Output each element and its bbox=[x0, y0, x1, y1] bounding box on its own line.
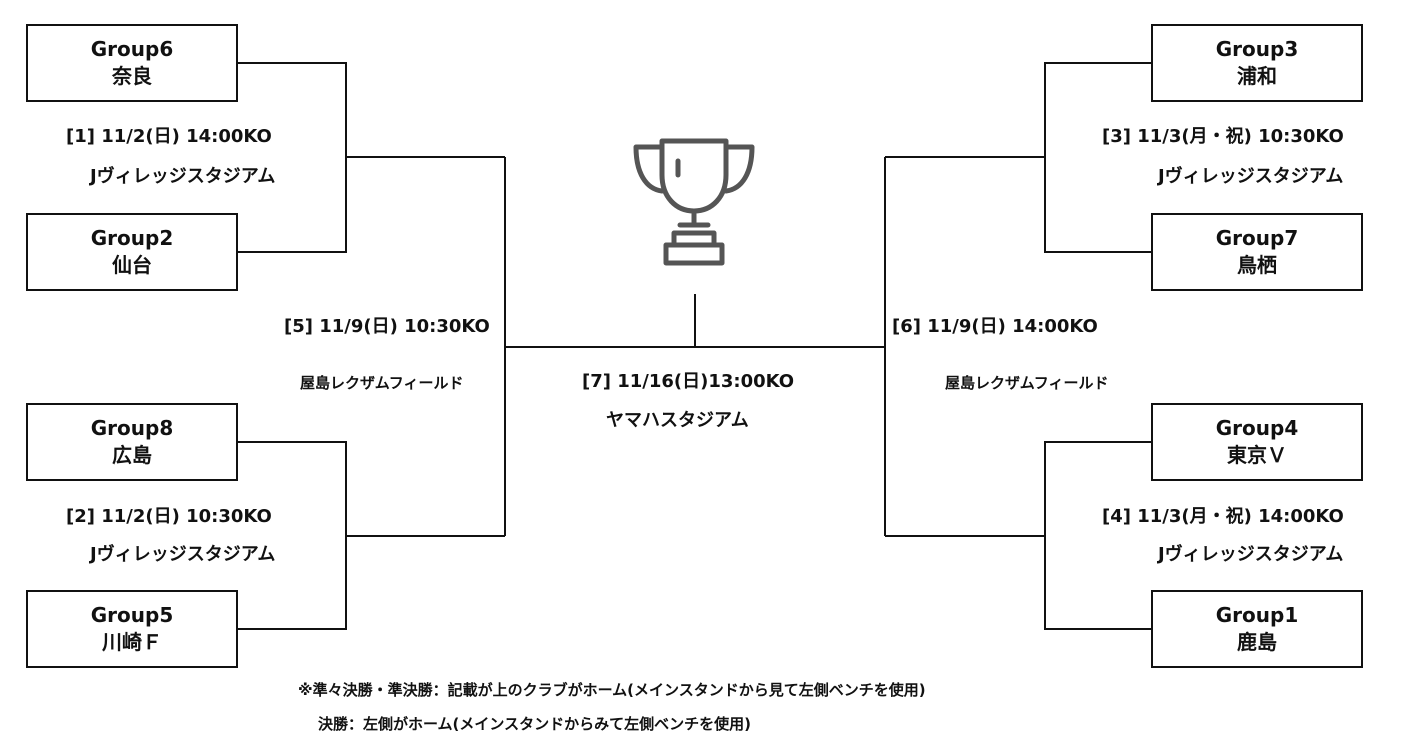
club-name: 鹿島 bbox=[1237, 630, 1277, 654]
club-name: 川崎Ｆ bbox=[102, 630, 162, 654]
match-venue-3: Jヴィレッジスタジアム bbox=[1158, 166, 1344, 187]
group-label: Group5 bbox=[90, 603, 174, 627]
team-box-group1: Group1 鹿島 bbox=[1151, 590, 1363, 668]
club-name: 広島 bbox=[112, 443, 152, 467]
group-label: Group6 bbox=[90, 37, 174, 61]
match-label-2: [2] 11/2(日) 10:30KO bbox=[66, 506, 272, 527]
club-name: 仙台 bbox=[112, 253, 152, 277]
group-label: Group3 bbox=[1215, 37, 1299, 61]
trophy-icon bbox=[633, 138, 755, 266]
match-venue-5: 屋島レクザムフィールド bbox=[300, 374, 464, 392]
match-venue-4: Jヴィレッジスタジアム bbox=[1158, 544, 1344, 565]
note-final-home-rule: 決勝：左側がホーム(メインスタンドからみて左側ベンチを使用) bbox=[318, 715, 751, 733]
group-label: Group1 bbox=[1215, 603, 1299, 627]
match-venue-7: ヤマハスタジアム bbox=[606, 410, 749, 431]
bracket-line-qf2 bbox=[238, 441, 347, 630]
group-label: Group7 bbox=[1215, 226, 1299, 250]
club-name: 東京Ｖ bbox=[1227, 443, 1287, 467]
group-label: Group4 bbox=[1215, 416, 1299, 440]
match-venue-6: 屋島レクザムフィールド bbox=[945, 374, 1109, 392]
match-label-3: [3] 11/3(月・祝) 10:30KO bbox=[1102, 126, 1344, 147]
club-name: 奈良 bbox=[112, 64, 152, 88]
club-name: 浦和 bbox=[1237, 64, 1277, 88]
bracket-line-qf1 bbox=[238, 62, 347, 253]
match-label-4: [4] 11/3(月・祝) 14:00KO bbox=[1102, 506, 1344, 527]
bracket-line-qf3 bbox=[1044, 62, 1152, 253]
match-venue-1: Jヴィレッジスタジアム bbox=[90, 166, 276, 187]
team-box-group4: Group4 東京Ｖ bbox=[1151, 403, 1363, 481]
match-label-1: [1] 11/2(日) 14:00KO bbox=[66, 126, 272, 147]
club-name: 鳥栖 bbox=[1237, 253, 1277, 277]
match-label-5: [5] 11/9(日) 10:30KO bbox=[284, 316, 490, 337]
group-label: Group2 bbox=[90, 226, 174, 250]
team-box-group5: Group5 川崎Ｆ bbox=[26, 590, 238, 668]
match-label-6: [6] 11/9(日) 14:00KO bbox=[892, 316, 1098, 337]
bracket-line-qf4 bbox=[1044, 441, 1152, 630]
team-box-group2: Group2 仙台 bbox=[26, 213, 238, 291]
team-box-group3: Group3 浦和 bbox=[1151, 24, 1363, 102]
team-box-group8: Group8 広島 bbox=[26, 403, 238, 481]
match-label-7: [7] 11/16(日)13:00KO bbox=[582, 371, 795, 392]
team-box-group7: Group7 鳥栖 bbox=[1151, 213, 1363, 291]
group-label: Group8 bbox=[90, 416, 174, 440]
match-venue-2: Jヴィレッジスタジアム bbox=[90, 544, 276, 565]
note-home-rule: ※準々決勝・準決勝：記載が上のクラブがホーム(メインスタンドから見て左側ベンチを… bbox=[298, 681, 926, 699]
team-box-group6: Group6 奈良 bbox=[26, 24, 238, 102]
